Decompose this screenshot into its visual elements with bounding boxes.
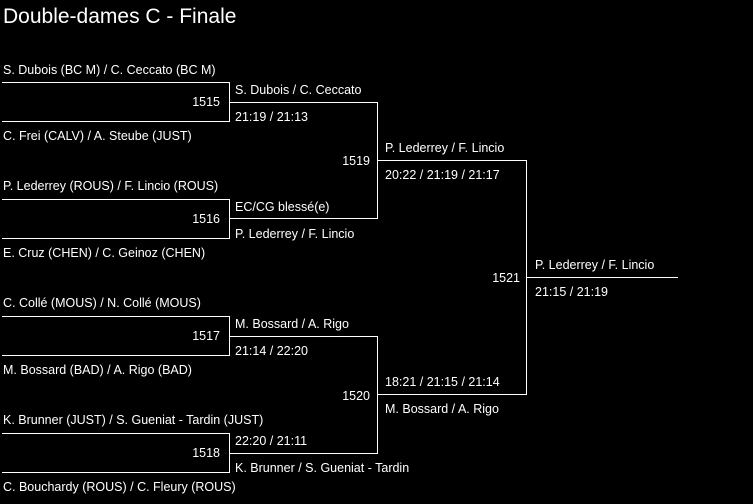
bracket-line xyxy=(2,316,230,317)
bracket-line xyxy=(377,336,378,454)
match-score: 20:22 / 21:19 / 21:17 xyxy=(385,168,500,182)
team-entry: E. Cruz (CHEN) / C. Geinoz (CHEN) xyxy=(3,246,206,260)
bracket-line xyxy=(230,102,378,103)
winner-entry: P. Lederrey / F. Lincio xyxy=(235,227,355,241)
bracket-line xyxy=(229,82,230,122)
winner-entry: M. Bossard / A. Rigo xyxy=(235,317,349,331)
match-number: 1516 xyxy=(192,212,220,226)
winner-entry: S. Dubois / C. Ceccato xyxy=(235,83,362,97)
bracket-line xyxy=(229,316,230,356)
champion-entry: P. Lederrey / F. Lincio xyxy=(535,258,655,272)
team-entry: C. Frei (CALV) / A. Steube (JUST) xyxy=(3,129,192,143)
page-title: Double-dames C - Finale xyxy=(3,5,237,28)
bracket-line xyxy=(378,160,527,161)
bracket-line xyxy=(229,199,230,239)
winner-entry: P. Lederrey / F. Lincio xyxy=(385,141,505,155)
team-entry: M. Bossard (BAD) / A. Rigo (BAD) xyxy=(3,363,192,377)
winner-entry: K. Brunner / S. Gueniat - Tardin xyxy=(235,461,410,475)
bracket-line xyxy=(230,453,378,454)
match-score: 21:14 / 22:20 xyxy=(235,344,308,358)
bracket-line xyxy=(2,472,230,473)
bracket-line xyxy=(527,277,678,278)
match-score: EC/CG blessé(e) xyxy=(235,200,330,214)
winner-entry: M. Bossard / A. Rigo xyxy=(385,402,499,416)
bracket-line xyxy=(2,82,230,83)
team-entry: K. Brunner (JUST) / S. Gueniat - Tardin … xyxy=(3,413,264,427)
bracket-line xyxy=(2,433,230,434)
bracket-line xyxy=(229,433,230,473)
bracket-line xyxy=(378,394,527,395)
team-entry: S. Dubois (BC M) / C. Ceccato (BC M) xyxy=(3,63,216,77)
match-number: 1520 xyxy=(342,389,370,403)
bracket-line xyxy=(230,218,378,219)
team-entry: P. Lederrey (ROUS) / F. Lincio (ROUS) xyxy=(3,179,219,193)
match-number: 1521 xyxy=(492,271,520,285)
bracket-line xyxy=(2,238,230,239)
match-number: 1515 xyxy=(192,95,220,109)
bracket-line xyxy=(526,160,527,395)
match-score: 18:21 / 21:15 / 21:14 xyxy=(385,375,500,389)
bracket-line xyxy=(2,199,230,200)
match-number: 1519 xyxy=(342,154,370,168)
bracket-line xyxy=(2,121,230,122)
bracket-line xyxy=(230,336,378,337)
match-number: 1517 xyxy=(192,329,220,343)
team-entry: C. Collé (MOUS) / N. Collé (MOUS) xyxy=(3,296,201,310)
bracket-line xyxy=(377,102,378,219)
bracket-line xyxy=(2,355,230,356)
final-score: 21:15 / 21:19 xyxy=(535,285,608,299)
match-score: 21:19 / 21:13 xyxy=(235,110,308,124)
match-score: 22:20 / 21:11 xyxy=(235,434,308,448)
match-number: 1518 xyxy=(192,446,220,460)
team-entry: C. Bouchardy (ROUS) / C. Fleury (ROUS) xyxy=(3,480,236,494)
